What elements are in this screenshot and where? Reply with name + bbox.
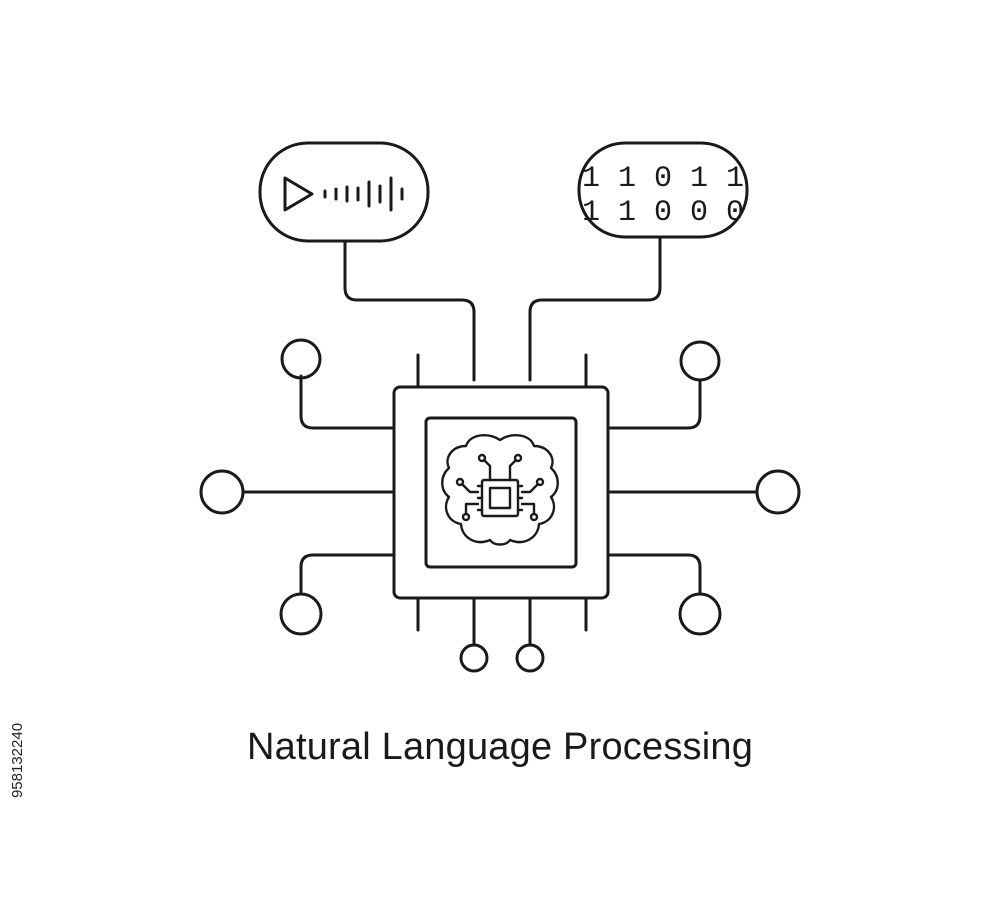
audio-connector	[343, 239, 476, 382]
binary-row-1: 1 1 0 1 1	[582, 162, 744, 196]
node-right-top	[679, 340, 721, 382]
side-id-text: 958132240	[9, 722, 27, 798]
caption-title: Natural Language Processing	[246, 726, 754, 768]
trace-left-top	[299, 374, 396, 430]
binary-connector	[528, 235, 662, 382]
node-left-top	[280, 338, 322, 380]
sound-wave-icon	[323, 176, 404, 212]
node-bottom-right	[515, 643, 545, 673]
processor-core	[424, 416, 578, 569]
trace-left-bottom	[299, 553, 396, 596]
trace-right-top	[606, 378, 702, 430]
play-icon	[283, 176, 314, 212]
node-left-bottom	[279, 592, 323, 636]
trace-right-bottom	[606, 553, 702, 596]
node-bottom-left	[459, 643, 489, 673]
binary-row-2: 1 1 0 0 0	[582, 196, 744, 230]
node-right-bottom	[678, 592, 722, 636]
side-id-label: 958132240	[4, 680, 32, 840]
binary-bubble	[577, 141, 749, 239]
node-left-middle	[199, 469, 245, 515]
brain-chip-icon	[441, 434, 559, 546]
audio-bubble	[258, 141, 430, 243]
node-right-middle	[755, 469, 801, 515]
